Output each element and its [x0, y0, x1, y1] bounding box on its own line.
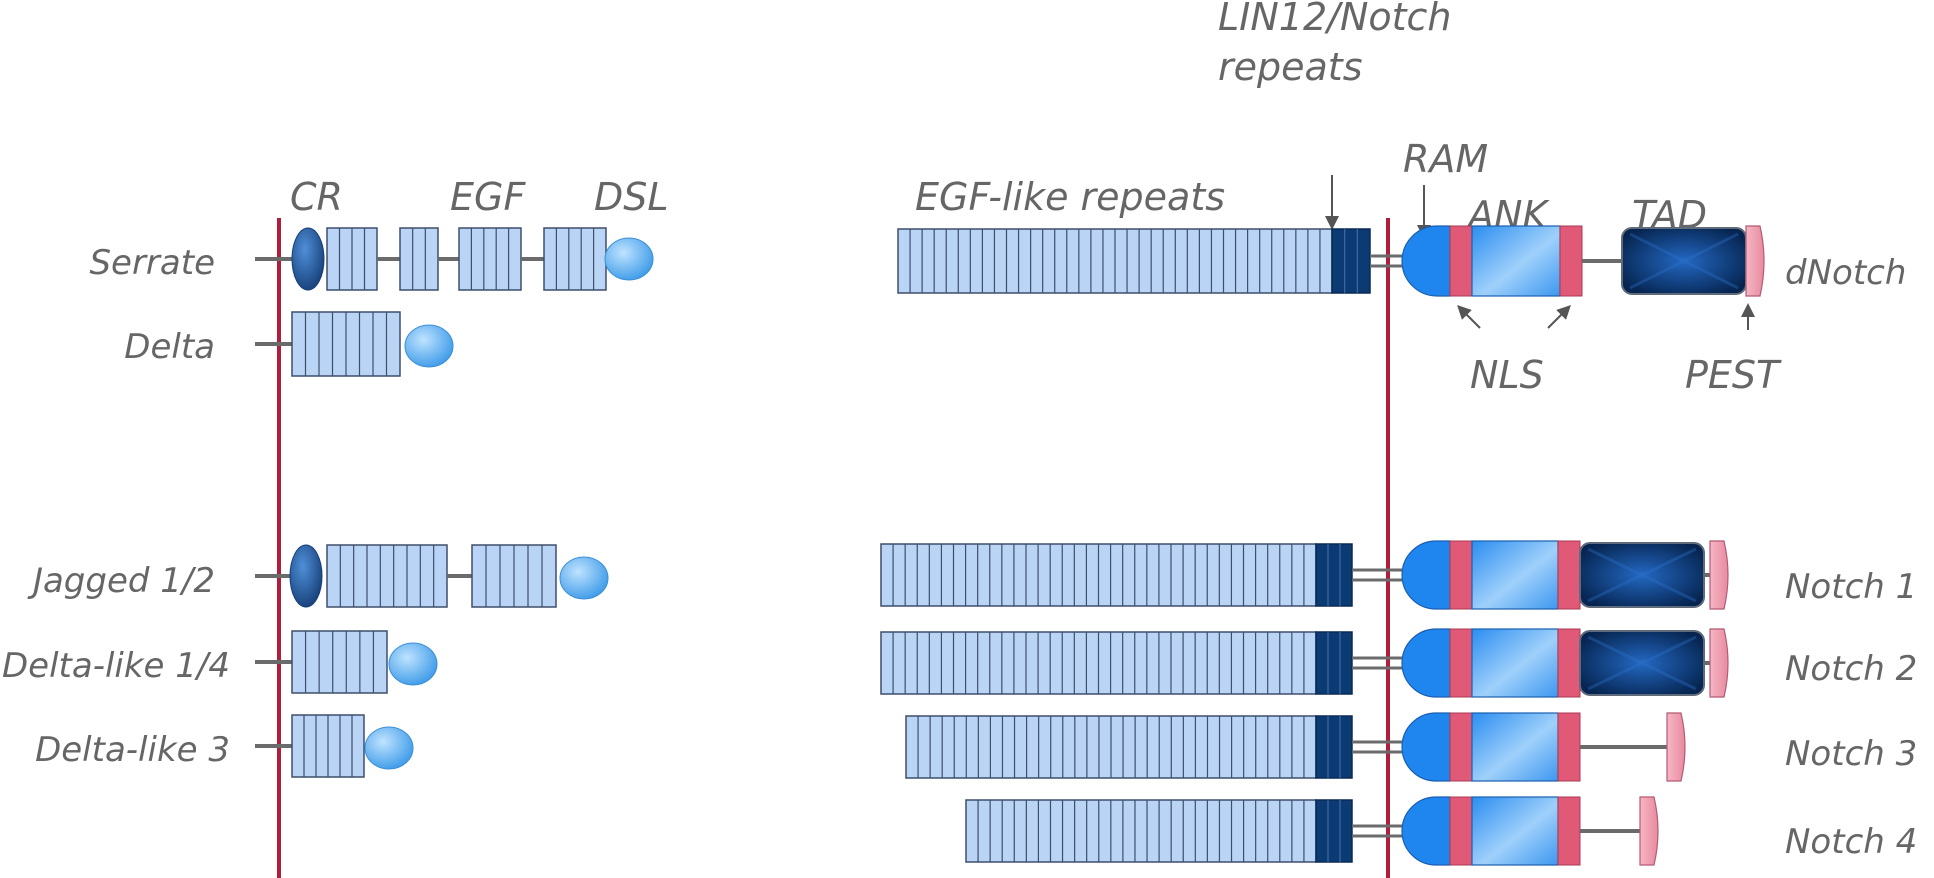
- receptor-notch3-nls-2: [1557, 712, 1581, 782]
- jagged-egf-1: [326, 544, 448, 608]
- receptor-notch1-ram-domain: [1401, 540, 1451, 610]
- receptor-notch2-egf-repeats: [880, 631, 1317, 695]
- receptor-notch3: [905, 712, 1686, 782]
- receptor-notch3-pest-domain: [1666, 712, 1686, 782]
- receptor-notch1-nls-2: [1557, 540, 1581, 610]
- ligand-delta-like-1-4: [255, 630, 438, 694]
- receptor-notch3-ram-domain: [1401, 712, 1451, 782]
- receptor-dnotch-tad-texture: [1629, 232, 1739, 290]
- ligand-name-serrate: Serrate: [89, 243, 215, 283]
- delta-like-3-egf: [291, 714, 365, 778]
- serrate-egf-2-box: [399, 227, 439, 291]
- delta-like-1-4-egf-box: [291, 630, 388, 694]
- receptor-notch4-ank-domain: [1471, 796, 1559, 866]
- receptor-notch3-lin12-repeats: [1315, 715, 1353, 779]
- receptor-notch4-egf-repeats: [965, 799, 1317, 863]
- ligand-structures: [255, 227, 654, 778]
- receptor-dnotch-lin12-repeats: [1331, 228, 1371, 294]
- receptor-structures: [880, 225, 1765, 866]
- receptor-dnotch-lin12-box: [1331, 228, 1371, 294]
- egf-label: EGF: [450, 175, 526, 219]
- serrate-egf-3-box: [458, 227, 522, 291]
- nls-arrow-right: [1547, 305, 1571, 329]
- receptor-notch4: [965, 796, 1659, 866]
- receptor-notch4-ram-domain: [1401, 796, 1451, 866]
- lin12-label-line2: repeats: [1218, 45, 1363, 89]
- receptor-notch2-ank-domain: [1471, 628, 1559, 698]
- receptor-notch4-egf-repeats-box: [965, 799, 1317, 863]
- egf-like-repeats-label: EGF-like repeats: [915, 175, 1225, 219]
- delta-like-3-dsl-domain: [364, 726, 414, 770]
- receptor-dnotch-egf-repeats: [897, 228, 1333, 294]
- serrate-cr-domain: [291, 227, 325, 291]
- lin12-label-line1: LIN12/Notch: [1218, 0, 1452, 39]
- jagged-egf-1-box: [326, 544, 448, 608]
- jagged-egf-2: [471, 544, 557, 608]
- receptor-notch2-tad-texture: [1587, 635, 1697, 691]
- receptor-notch3-egf-repeats: [905, 715, 1317, 779]
- receptor-name-dnotch: dNotch: [1785, 253, 1906, 293]
- receptor-notch2-lin12-repeats: [1315, 631, 1353, 695]
- ligand-delta-like-3: [255, 714, 414, 778]
- receptor-notch2-ram-domain: [1401, 628, 1451, 698]
- receptor-notch2-nls-1: [1449, 628, 1473, 698]
- receptor-name-notch4: Notch 4: [1785, 822, 1917, 862]
- serrate-egf-1: [326, 227, 378, 291]
- receptor-notch2-nls-2: [1557, 628, 1581, 698]
- nls-arrow-left: [1457, 305, 1481, 329]
- receptor-notch3-nls-1: [1449, 712, 1473, 782]
- serrate-dsl-domain: [604, 237, 654, 281]
- ligand-name-delta-like-3: Delta-like 3: [35, 730, 230, 770]
- receptor-notch4-lin12-box: [1315, 799, 1353, 863]
- delta-dsl-domain: [404, 324, 454, 368]
- ligand-serrate: [255, 227, 654, 291]
- ligand-delta: [255, 311, 454, 377]
- receptor-notch1-lin12-repeats: [1315, 543, 1353, 607]
- ligand-jagged: [255, 544, 609, 608]
- serrate-egf-3: [458, 227, 522, 291]
- receptor-name-notch3: Notch 3: [1785, 734, 1917, 774]
- cr-label: CR: [290, 175, 343, 219]
- receptor-dnotch-nls-2: [1559, 225, 1583, 297]
- receptor-notch1-nls-1: [1449, 540, 1473, 610]
- receptor-dnotch-ank-domain: [1471, 225, 1561, 297]
- delta-like-1-4-dsl-domain: [388, 642, 438, 686]
- receptor-notch1: [880, 540, 1729, 610]
- receptor-notch2: [880, 628, 1729, 698]
- dsl-label: DSL: [594, 175, 669, 219]
- receptor-name-notch1: Notch 1: [1785, 567, 1917, 607]
- ligand-name-delta-like-1-4: Delta-like 1/4: [2, 646, 230, 686]
- delta-like-1-4-egf: [291, 630, 388, 694]
- receptor-notch3-lin12-box: [1315, 715, 1353, 779]
- serrate-egf-4-box: [543, 227, 607, 291]
- receptor-notch4-nls-1: [1449, 796, 1473, 866]
- ligand-name-delta: Delta: [124, 327, 215, 367]
- receptor-notch3-ank-domain: [1471, 712, 1559, 782]
- ligand-name-jagged: Jagged 1/2: [27, 561, 215, 601]
- receptor-dnotch-ram-domain: [1401, 225, 1451, 297]
- ram-label: RAM: [1403, 137, 1488, 181]
- receptor-dnotch: [897, 225, 1765, 297]
- jagged-cr-domain: [289, 544, 323, 608]
- serrate-egf-4: [543, 227, 607, 291]
- receptor-notch1-ank-domain: [1471, 540, 1559, 610]
- receptor-dnotch-pest-domain: [1745, 225, 1765, 297]
- delta-egf: [291, 311, 401, 377]
- nls-label: NLS: [1470, 353, 1544, 397]
- receptor-notch1-tad-texture: [1587, 547, 1697, 603]
- receptor-notch4-lin12-repeats: [1315, 799, 1353, 863]
- jagged-dsl-domain: [559, 556, 609, 600]
- receptor-notch1-egf-repeats: [880, 543, 1317, 607]
- pest-label: PEST: [1685, 353, 1782, 397]
- receptor-notch4-pest-domain: [1639, 796, 1659, 866]
- serrate-egf-2: [399, 227, 439, 291]
- receptor-notch2-pest-domain: [1709, 628, 1729, 698]
- receptor-name-notch2: Notch 2: [1785, 649, 1917, 689]
- receptor-notch1-pest-domain: [1709, 540, 1729, 610]
- receptor-notch4-nls-2: [1557, 796, 1581, 866]
- receptor-notch1-lin12-box: [1315, 543, 1353, 607]
- receptor-notch2-lin12-box: [1315, 631, 1353, 695]
- receptor-dnotch-nls-1: [1449, 225, 1473, 297]
